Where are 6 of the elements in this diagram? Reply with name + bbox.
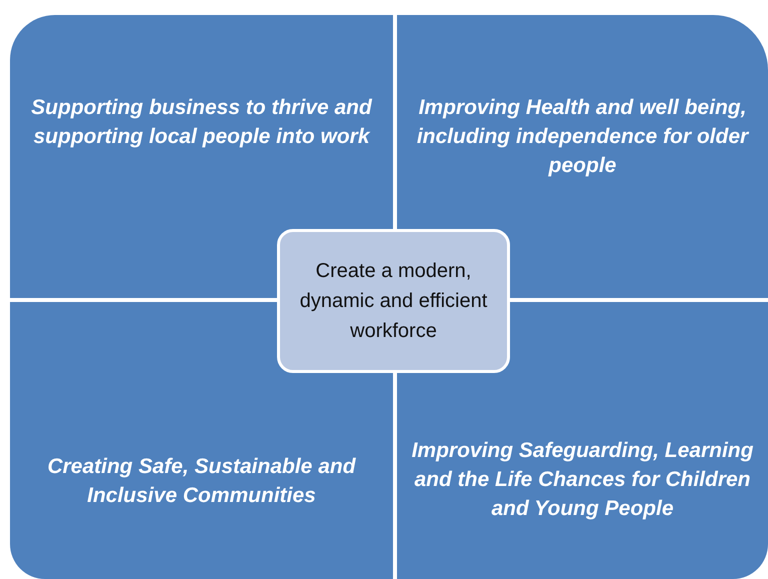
- quadrant-text: Improving Safeguarding, Learning and the Life Chances for Children and Young People: [410, 438, 754, 522]
- quadrant-text: Supporting business to thrive and supporting local people into work: [30, 95, 374, 150]
- quadrant-text: Improving Health and well being, including independence for older people: [416, 95, 750, 179]
- center-box: [277, 229, 510, 373]
- center-text: Create a modern, dynamic and efficient workforce: [298, 259, 488, 344]
- quadrant-text: Creating Safe, Sustainable and Inclusive Communities: [46, 454, 357, 509]
